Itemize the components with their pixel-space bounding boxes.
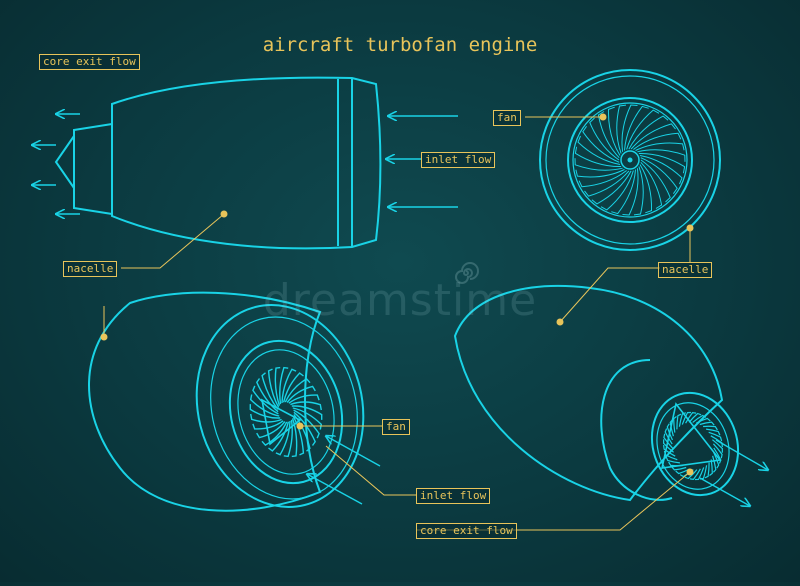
fan-blade	[681, 411, 692, 425]
fan-blade	[712, 439, 724, 453]
fan-blade	[252, 385, 279, 415]
fan-blade	[638, 152, 686, 174]
fan-blade	[673, 416, 677, 433]
fan-blade	[630, 123, 676, 150]
nacelle-label-left: nacelle	[63, 261, 118, 277]
fan-blade	[640, 157, 678, 194]
fan-blade	[255, 378, 279, 413]
fan-blade	[261, 421, 288, 446]
nacelle-label-right: nacelle	[658, 262, 713, 278]
fan-blade	[704, 462, 710, 479]
fan-blade	[281, 368, 297, 404]
fan-blade	[292, 407, 323, 430]
front-view-engine	[539, 69, 721, 251]
fan-blade	[665, 456, 680, 464]
fan-blade	[635, 142, 685, 151]
inlet-flow-label-top: inlet flow	[421, 152, 496, 168]
fan-blade	[577, 135, 621, 165]
fan-blade	[639, 164, 653, 214]
fan-blade	[639, 155, 683, 185]
fan-blade	[663, 445, 676, 457]
fan-blade	[293, 409, 320, 439]
intake-arrows	[307, 436, 381, 505]
core-exit-flow-label-top: core exit flow	[39, 54, 140, 70]
fan-blade	[676, 413, 682, 430]
fan-blade	[699, 421, 715, 426]
side-view-engine	[54, 76, 382, 250]
fan-blade	[712, 455, 717, 473]
fan-blade	[689, 468, 701, 481]
fan-blade	[574, 158, 623, 171]
fan-blade	[290, 401, 322, 411]
page-title: aircraft turbofan engine	[262, 34, 538, 56]
fan-blade	[616, 104, 627, 154]
fan-blade	[267, 368, 280, 408]
fan-blade	[274, 366, 281, 406]
exhaust-arrows	[699, 439, 768, 506]
fan-blade	[293, 411, 317, 446]
fan-blade	[291, 405, 323, 420]
fan-blade	[671, 466, 687, 471]
side-view-arrows	[32, 114, 458, 214]
fan-blade	[574, 146, 622, 168]
fan-blade	[624, 105, 649, 151]
fan-blade	[275, 420, 291, 456]
fan-label-right: fan	[493, 110, 521, 126]
watermark-logo-icon	[455, 262, 479, 284]
fan-blade	[708, 431, 723, 442]
fan-blade	[291, 418, 298, 458]
core-exit-flow-label-bottom: core exit flow	[416, 523, 517, 539]
fan-blade	[684, 469, 698, 480]
fan-blade	[662, 439, 674, 453]
fan-blade	[252, 420, 284, 430]
fan-blade	[584, 170, 630, 197]
fan-blade	[685, 411, 697, 424]
fan-blade	[626, 109, 660, 150]
fan-blade	[712, 443, 723, 459]
fan-blade	[582, 126, 620, 163]
fan-blade	[600, 170, 634, 211]
fan-blade	[575, 169, 625, 178]
exhaust-perspective-engine	[453, 285, 740, 502]
fan-blade	[621, 104, 638, 152]
fan-blade	[692, 414, 707, 423]
fan-blade	[633, 166, 644, 216]
fan-blade	[694, 467, 705, 481]
fan-blade	[279, 366, 289, 405]
fan-blade	[283, 419, 293, 458]
fan-blade	[249, 404, 281, 419]
fan-blade	[706, 428, 721, 436]
fan-blade	[597, 111, 620, 159]
intake-perspective-engine	[88, 291, 365, 512]
fan-blade	[607, 106, 621, 156]
fan-blade	[640, 161, 663, 209]
fan-blade	[611, 169, 636, 215]
watermark: dreamstime	[262, 275, 538, 326]
fan-blade	[637, 149, 686, 162]
inlet-flow-label-bottom: inlet flow	[416, 488, 491, 504]
fan-blade	[589, 117, 620, 161]
fan-blade	[622, 168, 639, 216]
fan-blade	[699, 465, 708, 480]
fan-blade	[696, 417, 711, 424]
fan-blade	[640, 159, 671, 203]
fan-blade	[633, 132, 682, 150]
fan-blade	[591, 170, 632, 205]
fan-blade	[282, 372, 304, 403]
fan-blade	[286, 385, 316, 403]
fan-label-bottom: fan	[382, 419, 410, 435]
fan-blade	[268, 421, 290, 452]
fan-blade	[256, 421, 286, 439]
leader-dots	[100, 113, 694, 476]
fan-blade	[678, 412, 687, 427]
fan-blades	[574, 104, 686, 216]
fan-blade	[284, 378, 311, 403]
fan-blade	[288, 394, 320, 404]
fan-blade	[628, 115, 669, 150]
fan-blade	[292, 416, 305, 456]
fan-blade	[703, 425, 718, 431]
fan-blade	[578, 170, 627, 188]
